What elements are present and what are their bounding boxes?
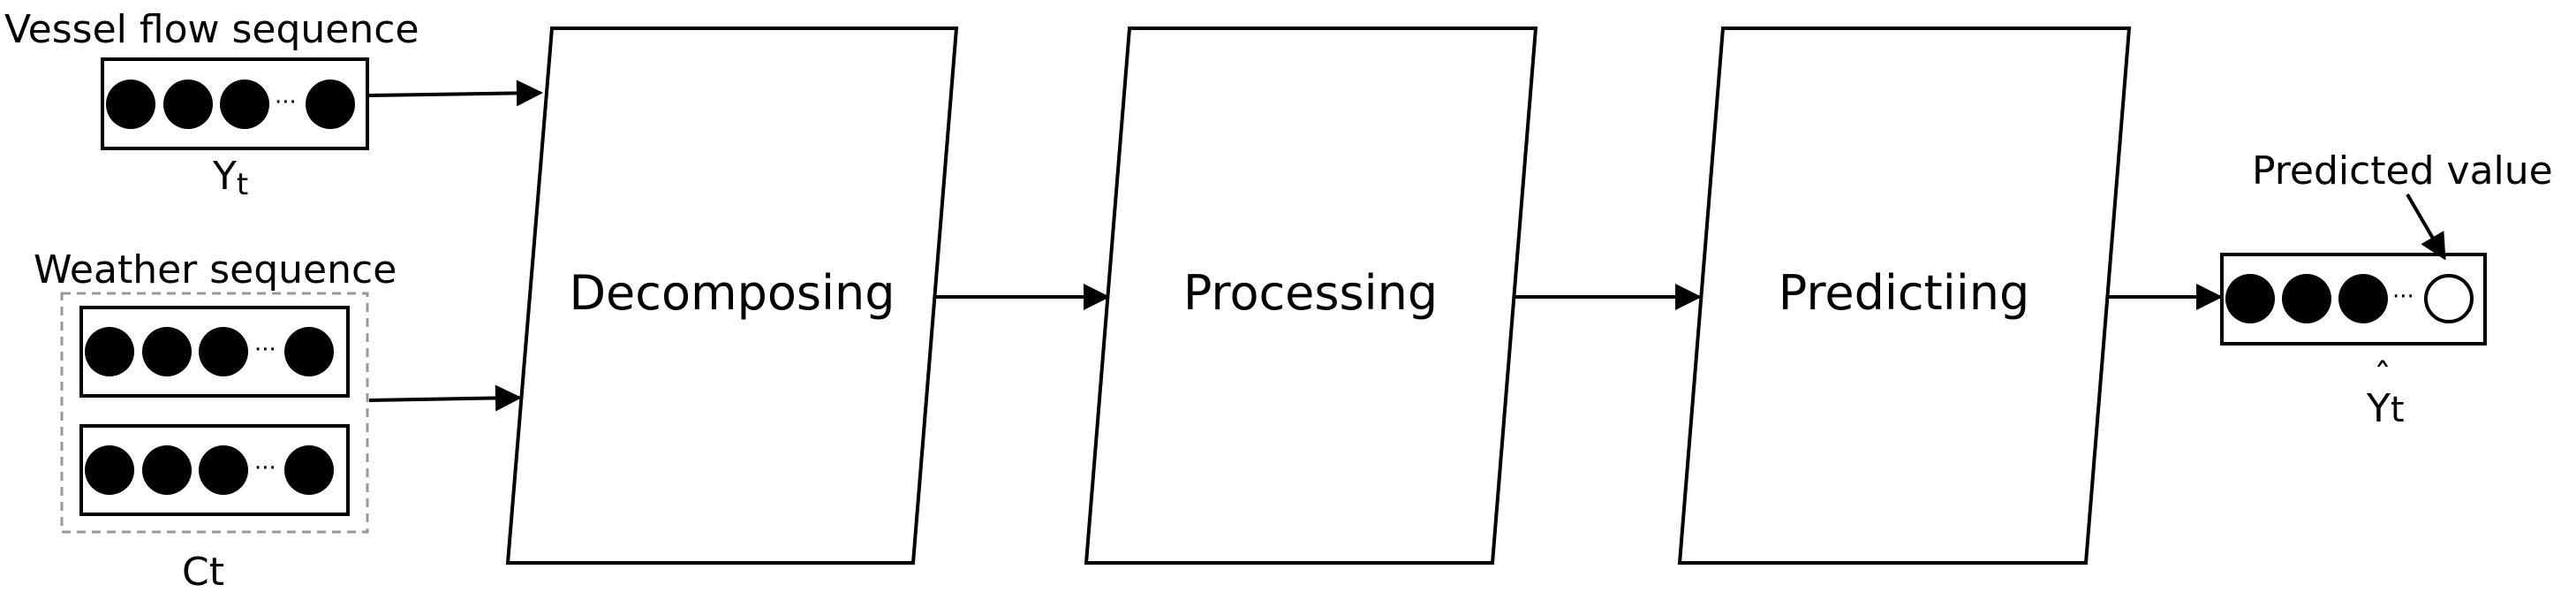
sequence-dot [142,327,192,376]
output-hat: ˆ [2374,357,2391,398]
sequence-dot [163,80,213,129]
stage-predicting: Predictiing [1677,27,2132,565]
predicted-value-pointer-arrow [2406,193,2446,261]
sequence-ellipsis: ··· [2392,284,2414,310]
stage-decomposing: Decomposing [505,27,959,565]
output-sequence-box: ··· [2220,253,2487,346]
stage-processing: Processing [1084,27,1538,565]
sequence-dot [199,445,248,495]
sequence-dot [2338,274,2388,323]
predicted-dot [2424,274,2474,323]
vessel-sequence-title: Vessel flow sequence [4,7,419,52]
vessel-to-decomposing-arrow [368,80,543,107]
vessel-sequence-box: ··· [101,57,369,150]
sequence-dot [85,327,134,376]
weather-symbol: Ct [182,550,224,595]
predicted-value-title: Predicted value [2252,148,2553,194]
sequence-dot [284,445,334,495]
sequence-dot [142,445,192,495]
sequence-ellipsis: ··· [275,89,297,116]
sequence-dot [220,80,269,129]
weather-sequence-group: ··· ··· [60,292,369,534]
weather-sequence-box: ··· [79,306,350,398]
sequence-dot [106,80,155,129]
sequence-dot [2225,274,2275,323]
sequence-dot [306,80,355,129]
weather-sequence-box: ··· [79,424,350,516]
output-symbol: Yt [2366,386,2405,431]
weather-sequence-title: Weather sequence [34,247,397,292]
sequence-ellipsis: ··· [254,337,276,363]
stage-label: Predictiing [1779,265,2030,321]
sequence-ellipsis: ··· [254,455,276,482]
sequence-dot [284,327,334,376]
vessel-symbol: Yt [212,154,248,202]
stage-label: Processing [1183,265,1438,321]
weather-to-decomposing-arrow [368,384,522,412]
stage-label: Decomposing [569,265,895,321]
sequence-dot [85,445,134,495]
sequence-dot [2282,274,2331,323]
sequence-dot [199,327,248,376]
